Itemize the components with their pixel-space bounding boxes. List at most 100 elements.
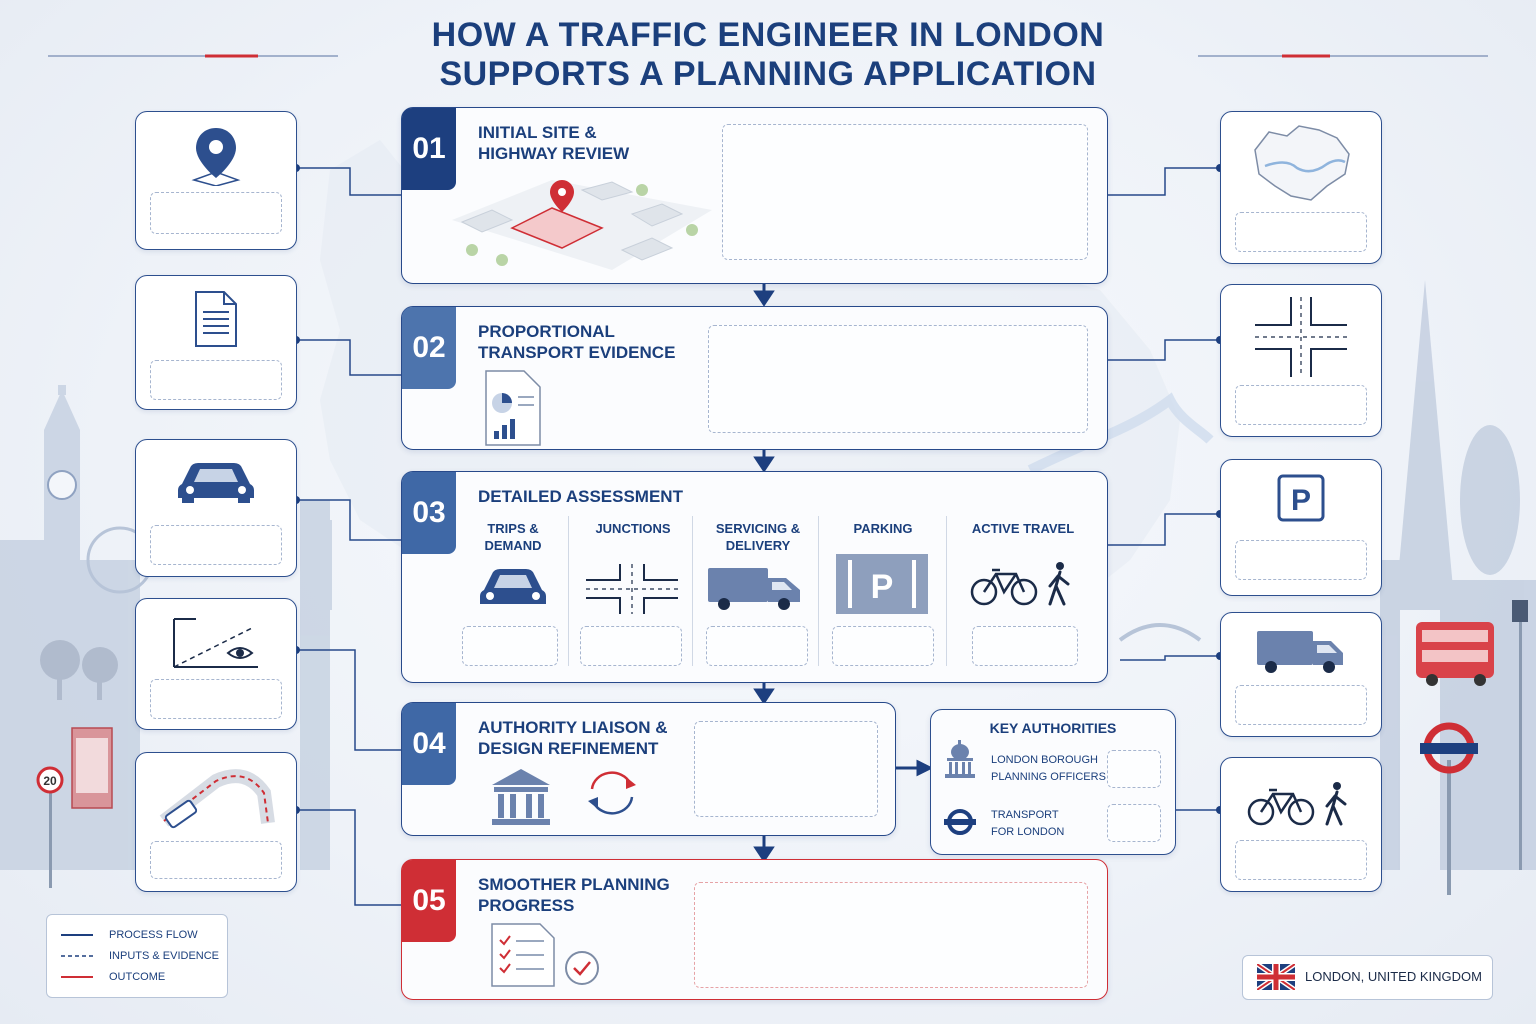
input-placeholder <box>1107 804 1161 842</box>
step-title-line-1: PROPORTIONAL <box>478 322 615 341</box>
junction-icon <box>1255 297 1347 377</box>
report-icon <box>485 370 541 446</box>
swept-path-icon <box>159 769 275 829</box>
step-04-card: 04 AUTHORITY LIAISON & DESIGN REFINEMENT <box>401 702 896 836</box>
step-number: 05 <box>402 860 456 942</box>
step-title: AUTHORITY LIAISON & DESIGN REFINEMENT <box>478 717 668 759</box>
step-content-placeholder <box>694 882 1088 988</box>
legend-swatches <box>61 934 93 978</box>
bike-walk-icon <box>970 562 1070 606</box>
authority-borough: LONDON BOROUGH PLANNING OFFICERS <box>991 752 1106 786</box>
london-map-icon <box>1254 125 1350 201</box>
input-placeholder <box>462 626 558 666</box>
svg-text:P: P <box>871 568 894 606</box>
step-02-card: 02 PROPORTIONAL TRANSPORT EVIDENCE <box>401 306 1108 450</box>
step-title: INITIAL SITE & HIGHWAY REVIEW <box>478 122 629 164</box>
sightline-eye-icon <box>173 618 258 668</box>
authority-tfl: TRANSPORT FOR LONDON <box>991 807 1064 841</box>
authority-line-2: PLANNING OFFICERS <box>991 771 1106 783</box>
assessment-column-parking: PARKING <box>853 521 913 536</box>
input-placeholder <box>1235 840 1367 880</box>
input-placeholder <box>972 626 1078 666</box>
left-panel-sightline <box>135 598 297 730</box>
location-badge: LONDON, UNITED KINGDOM <box>1242 955 1493 1000</box>
authority-line-2: FOR LONDON <box>991 826 1065 838</box>
step-title-line-1: SMOOTHER PLANNING <box>478 875 670 894</box>
right-panel-active-travel <box>1220 757 1382 892</box>
input-placeholder <box>150 192 282 234</box>
step-content-placeholder <box>722 124 1088 260</box>
step-content-placeholder <box>708 325 1088 433</box>
roundel-icon <box>944 809 976 835</box>
truck-icon <box>708 568 800 610</box>
input-placeholder <box>580 626 682 666</box>
left-panel-swept-path <box>135 752 297 892</box>
checklist-icon <box>491 923 599 987</box>
legend: PROCESS FLOW INPUTS & EVIDENCE OUTCOME <box>46 914 228 998</box>
input-placeholder <box>1107 750 1161 788</box>
step-content-placeholder <box>694 721 878 817</box>
car-icon <box>178 463 254 503</box>
assessment-column-trips: TRIPS & DEMAND <box>458 520 568 554</box>
input-placeholder <box>1235 685 1367 725</box>
step-title-line-1: INITIAL SITE & <box>478 123 597 142</box>
input-placeholder <box>706 626 808 666</box>
input-placeholder <box>1235 385 1367 425</box>
left-panel-car <box>135 439 297 577</box>
authority-line-1: TRANSPORT <box>991 809 1059 821</box>
right-panel-junction <box>1220 284 1382 437</box>
bike-walk-icon <box>1247 782 1347 826</box>
left-panel-location <box>135 111 297 250</box>
input-placeholder <box>150 841 282 879</box>
input-placeholder <box>150 525 282 565</box>
step-01-card: 01 INITIAL SITE & HIGHWAY REVIEW <box>401 107 1108 284</box>
svg-text:P: P <box>1291 484 1311 517</box>
step-number: 01 <box>402 108 456 190</box>
legend-outcome: OUTCOME <box>109 971 166 983</box>
site-map-icon <box>452 180 712 270</box>
truck-icon <box>1257 631 1343 673</box>
step-title-line-2: TRANSPORT EVIDENCE <box>478 343 676 362</box>
town-hall-icon <box>945 740 975 778</box>
right-panel-parking: P <box>1220 459 1382 596</box>
column-label-line-2: DEMAND <box>484 538 542 553</box>
right-panel-map <box>1220 111 1382 264</box>
authority-line-1: LONDON BOROUGH <box>991 754 1098 766</box>
left-panel-document <box>135 275 297 410</box>
right-panel-truck <box>1220 612 1382 737</box>
assessment-column-servicing: SERVICING & DELIVERY <box>702 520 814 554</box>
svg-text:20: 20 <box>43 774 57 788</box>
parking-icon: P <box>836 554 928 614</box>
document-icon <box>195 291 237 347</box>
input-placeholder <box>1235 212 1367 252</box>
location-text: LONDON, UNITED KINGDOM <box>1305 969 1482 984</box>
assessment-column-junctions: JUNCTIONS <box>595 521 671 536</box>
input-placeholder <box>150 360 282 400</box>
column-label-line-1: TRIPS & <box>487 521 539 536</box>
column-label-line-2: DELIVERY <box>725 538 791 553</box>
assessment-column-active-travel: ACTIVE TRAVEL <box>971 521 1075 536</box>
input-placeholder <box>832 626 934 666</box>
refine-cycle-icon <box>588 771 636 815</box>
parking-icon: P <box>1277 474 1325 522</box>
step-title: PROPORTIONAL TRANSPORT EVIDENCE <box>478 321 675 363</box>
step-title-line-2: DESIGN REFINEMENT <box>478 739 659 758</box>
step-05-card: 05 SMOOTHER PLANNING PROGRESS <box>401 859 1108 1000</box>
key-authorities-title: KEY AUTHORITIES <box>989 720 1117 736</box>
step-title: DETAILED ASSESSMENT <box>478 487 683 506</box>
car-icon <box>480 569 546 604</box>
title-line-1: HOW A TRAFFIC ENGINEER IN LONDON <box>431 16 1105 54</box>
junction-icon <box>586 564 678 614</box>
step-number: 03 <box>402 472 456 554</box>
column-label-line-1: SERVICING & <box>715 521 801 536</box>
step-number: 02 <box>402 307 456 389</box>
key-authorities-card: KEY AUTHORITIES LONDON BOROUGH PLANNING … <box>930 709 1176 855</box>
page-title: HOW A TRAFFIC ENGINEER IN LONDON SUPPORT… <box>0 16 1536 94</box>
step-number: 04 <box>402 703 456 785</box>
location-pin-icon <box>191 128 241 186</box>
step-title: SMOOTHER PLANNING PROGRESS <box>478 874 670 916</box>
uk-flag-icon <box>1257 964 1295 990</box>
title-line-2: SUPPORTS A PLANNING APPLICATION <box>439 55 1097 93</box>
legend-inputs-evidence: INPUTS & EVIDENCE <box>109 950 220 962</box>
step-title-line-1: AUTHORITY LIAISON & <box>478 718 668 737</box>
